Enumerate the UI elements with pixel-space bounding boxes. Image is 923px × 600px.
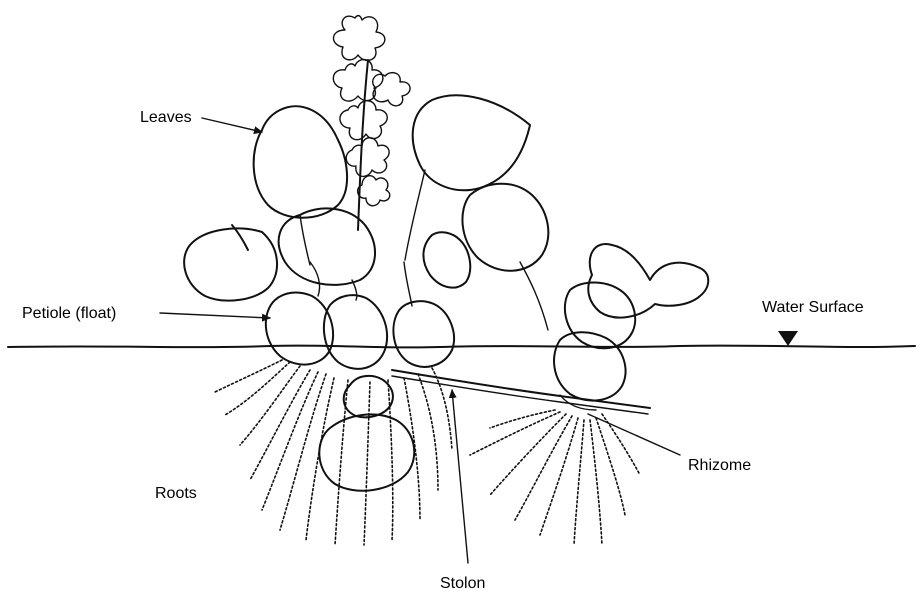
- stolon-arrow: [452, 390, 468, 563]
- label-stolon: Stolon: [440, 576, 485, 592]
- stolon: [392, 370, 650, 408]
- petiole-arrow: [160, 313, 270, 318]
- label-roots: Roots: [155, 486, 197, 502]
- label-leaves: Leaves: [140, 110, 192, 126]
- water-surface-line: [8, 346, 915, 348]
- water-surface-marker: [778, 331, 798, 346]
- right-plant: [520, 244, 708, 410]
- roots-right: [470, 410, 640, 545]
- label-water-surface: Water Surface: [762, 300, 864, 316]
- label-rhizome: Rhizome: [688, 458, 751, 474]
- leaves-arrow: [202, 118, 262, 132]
- petiole-floats-left: [266, 262, 454, 369]
- flower-spike: [333, 16, 410, 230]
- label-petiole: Petiole (float): [22, 306, 116, 322]
- roots-left: [215, 360, 452, 545]
